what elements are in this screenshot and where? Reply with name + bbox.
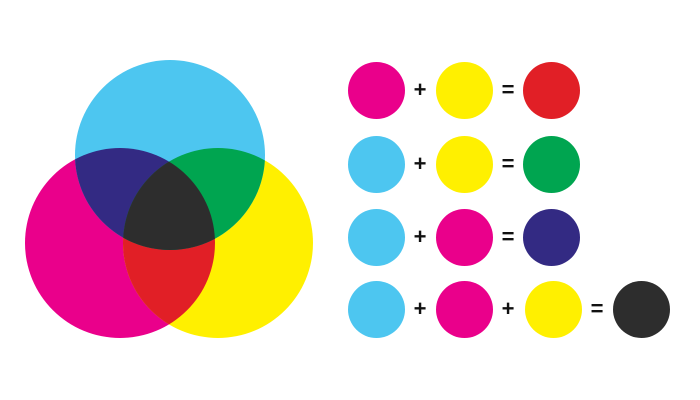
equals-sign: =	[501, 77, 515, 102]
red-swatch	[523, 62, 580, 119]
plus-sign: +	[501, 296, 515, 321]
equals-sign: =	[501, 151, 515, 176]
plus-sign: +	[413, 224, 427, 249]
yellow-swatch	[436, 136, 493, 193]
cyan-swatch	[348, 136, 405, 193]
yellow-swatch	[436, 62, 493, 119]
cmy-venn-diagram	[25, 60, 313, 338]
yellow-swatch	[525, 281, 582, 338]
plus-sign: +	[413, 296, 427, 321]
black-swatch	[613, 281, 670, 338]
green-swatch	[523, 136, 580, 193]
black-center-overlap	[123, 148, 215, 250]
plus-sign: +	[413, 77, 427, 102]
equals-sign: =	[501, 224, 515, 249]
blue-swatch	[523, 209, 580, 266]
cyan-swatch	[348, 281, 405, 338]
magenta-swatch	[436, 281, 493, 338]
cyan-swatch	[348, 209, 405, 266]
magenta-swatch	[348, 62, 405, 119]
magenta-swatch	[436, 209, 493, 266]
equals-sign: =	[590, 296, 604, 321]
plus-sign: +	[413, 151, 427, 176]
